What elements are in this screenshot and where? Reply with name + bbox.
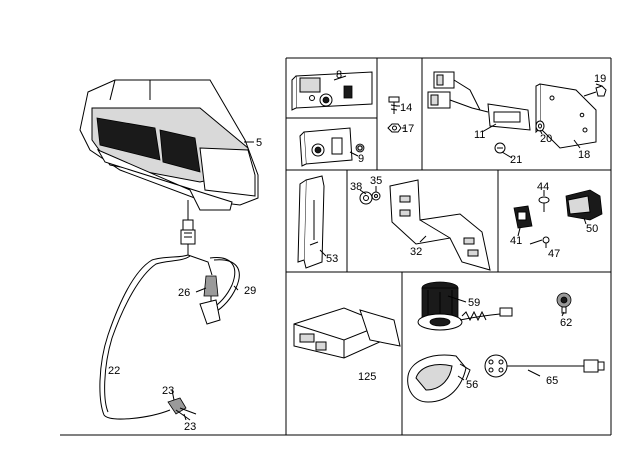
callout-19: 19 [594, 73, 606, 85]
callout-47: 47 [548, 248, 560, 260]
part-38-nut [359, 191, 373, 205]
callout-50: 50 [586, 223, 598, 235]
part-41-clip [513, 205, 533, 229]
part-11-relay-module [427, 71, 531, 154]
callout-23-upper: 23 [162, 385, 174, 397]
callout-8: 8 [336, 69, 342, 81]
part-8-control-unit [291, 71, 373, 111]
part-47-pin [529, 236, 550, 245]
callout-65: 65 [546, 375, 558, 387]
part-17-nut [387, 123, 402, 133]
callout-5: 5 [256, 137, 262, 149]
callout-35: 35 [370, 175, 382, 187]
callout-17: 17 [402, 123, 414, 135]
part-65-cable-plug [484, 354, 605, 378]
part-20-washer [535, 120, 545, 132]
part-35-washer [371, 191, 381, 201]
beacon-plug-connector [180, 219, 196, 255]
callout-29: 29 [244, 285, 256, 297]
callout-53: 53 [326, 253, 338, 265]
callout-22: 22 [108, 365, 120, 377]
callout-9: 9 [358, 153, 364, 165]
callout-14: 14 [400, 102, 412, 114]
callout-38: 38 [350, 181, 362, 193]
callout-labels: 5 8 9 14 17 19 11 21 20 18 38 35 32 53 4… [108, 69, 606, 433]
part-50-cover [565, 189, 603, 221]
part-62-connector [556, 292, 572, 314]
part-18-mounting-bracket [535, 83, 597, 149]
callout-41: 41 [510, 235, 522, 247]
callout-21: 21 [510, 154, 522, 166]
part-19-bolt [583, 85, 607, 97]
callout-59: 59 [468, 297, 480, 309]
callout-26: 26 [178, 287, 190, 299]
part-5-beacon-housing [79, 79, 259, 220]
callout-18: 18 [578, 149, 590, 161]
part-59-flashing-beacon [417, 281, 513, 331]
callout-44: 44 [537, 181, 549, 193]
part-32-mounting-frame [389, 179, 491, 271]
callout-62: 62 [560, 317, 572, 329]
callout-20: 20 [540, 133, 552, 145]
callout-125: 125 [358, 371, 376, 383]
callout-23-lower: 23 [184, 421, 196, 433]
part-9-switch-panel [299, 127, 365, 167]
part-44-screw [538, 196, 550, 212]
wiring-harness [99, 254, 240, 421]
part-53-side-bracket [297, 175, 325, 269]
leader-lines [171, 75, 603, 421]
callout-11: 11 [474, 129, 485, 141]
panel-grid-lines [60, 57, 612, 436]
part-56-holder [407, 354, 471, 403]
callout-56: 56 [466, 379, 478, 391]
callout-32: 32 [410, 246, 422, 258]
part-125-storage-tray [293, 307, 401, 359]
